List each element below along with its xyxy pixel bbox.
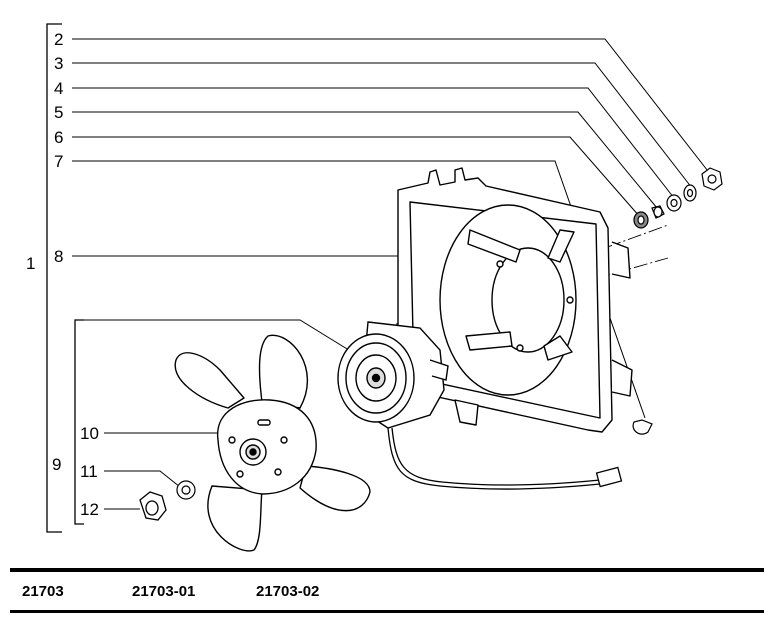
callout-11: 11 (80, 462, 98, 481)
washer-3-icon (683, 184, 697, 202)
grommet-6-icon (633, 211, 649, 229)
callout-12: 12 (80, 500, 99, 519)
leader-3 (72, 62, 693, 189)
wiring-harness (387, 427, 623, 490)
clip-7-icon (632, 419, 653, 435)
callout-1: 1 (26, 254, 35, 273)
leader-6 (72, 136, 641, 218)
fan-hub (217, 399, 317, 495)
leader-9 (84, 319, 353, 353)
group-bracket-9 (74, 319, 84, 525)
leader-5 (72, 111, 658, 209)
model-number-3: 21703-02 (256, 583, 320, 600)
table-top-rule (10, 568, 764, 572)
fan-assembly-diagram: 1 2 3 4 5 6 7 8 9 10 11 12 (26, 23, 723, 552)
callout-2: 2 (54, 30, 63, 49)
motor (337, 321, 449, 429)
callout-10: 10 (80, 424, 99, 443)
fan-shroud (397, 167, 633, 433)
leader-lines (72, 38, 712, 510)
fan-impeller (174, 334, 371, 552)
nut-2-icon (701, 167, 723, 191)
callout-4: 4 (54, 79, 63, 98)
callout-6: 6 (54, 128, 63, 147)
fan-blade-bottom (207, 485, 263, 552)
fan-blade-top-left (174, 352, 245, 409)
model-number-2: 21703-01 (132, 583, 196, 600)
washer-4-icon (666, 194, 682, 212)
callout-8: 8 (54, 247, 63, 266)
spacer-5-icon (651, 205, 665, 219)
group-bracket-1 (46, 23, 62, 533)
callout-7: 7 (54, 152, 63, 171)
washer-11-icon (176, 480, 196, 500)
leader-7 (72, 160, 646, 419)
callout-3: 3 (54, 54, 63, 73)
table-bottom-rule (10, 610, 764, 613)
fan-blade-right (299, 465, 371, 512)
callout-5: 5 (54, 103, 63, 122)
model-number-1: 21703 (22, 583, 64, 600)
callout-9: 9 (52, 455, 61, 474)
leader-2 (72, 38, 712, 176)
leader-11 (104, 470, 181, 488)
nut-12-icon (139, 491, 167, 521)
leader-4 (72, 87, 675, 199)
fan-blade-top-right (258, 334, 308, 409)
